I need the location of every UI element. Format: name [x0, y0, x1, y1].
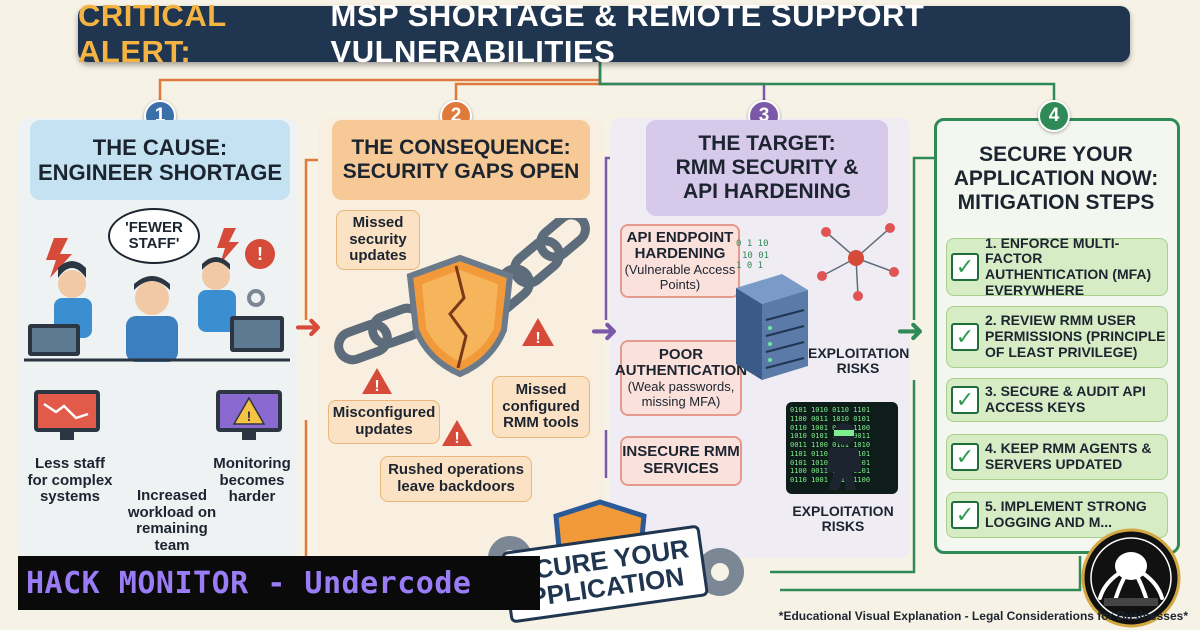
mitigation-step-3: ✓ 3. SECURE & AUDIT API ACCESS KEYS — [946, 378, 1168, 422]
thought-line2: STAFF' — [128, 235, 180, 252]
binary-code-graphic: 0 1 10 10 01 1 0 1 — [736, 239, 769, 270]
heading-target-line2: RMM SECURITY & — [675, 155, 859, 179]
warning-icon: ! — [522, 318, 554, 347]
label-monitoring-harder: Monitoring becomes harder — [213, 455, 291, 505]
broken-shield-chain-illustration: ! — [334, 218, 590, 378]
consequence-rushed-operations-text: Rushed operations leave backdoors — [388, 461, 524, 495]
mitigation-step-4-text: 4. KEEP RMM AGENTS & SERVERS UPDATED — [985, 440, 1152, 472]
warning-icon: ! — [245, 239, 275, 269]
mitigation-step-5-text: 5. IMPLEMENT STRONG LOGGING AND M... — [985, 498, 1147, 530]
mitigation-step-2-text: 2. REVIEW RMM USER PERMISSIONS (PRINCIPL… — [985, 312, 1166, 360]
svg-text:0 1 10: 0 1 10 — [736, 239, 769, 249]
label-increased-workload: Increased workload on remaining team — [127, 487, 217, 554]
svg-text:!: ! — [535, 330, 540, 347]
arrow-right-icon: ➜ — [590, 312, 619, 350]
check-icon: ✓ — [951, 253, 979, 281]
network-icon — [817, 223, 899, 301]
check-icon: ✓ — [951, 323, 979, 351]
heading-mitigation-line3: MITIGATION STEPS — [957, 191, 1155, 215]
target-api-endpoint-sub: (Vulnerable Access Points) — [624, 262, 736, 292]
heading-target-line3: API HARDENING — [682, 180, 851, 204]
heading-consequence: THE CONSEQUENCE: SECURITY GAPS OPEN — [332, 120, 590, 200]
consequence-rushed-operations: Rushed operations leave backdoors — [380, 456, 532, 502]
label-exploitation-risks-2: EXPLOITATION RISKS — [792, 503, 894, 535]
footer-note: *Educational Visual Explanation - Legal … — [778, 609, 1188, 623]
svg-text:!: ! — [257, 244, 263, 264]
target-insecure-rmm-box: INSECURE RMM SERVICES — [620, 436, 742, 486]
gear-icon — [247, 289, 265, 307]
label-exploitation-risks-1: EXPLOITATION RISKS — [808, 345, 910, 377]
svg-text:!: ! — [374, 378, 379, 395]
heading-target: THE TARGET: RMM SECURITY & API HARDENING — [646, 120, 888, 216]
svg-text:1 0 1: 1 0 1 — [736, 261, 763, 270]
heading-consequence-line1: THE CONSEQUENCE: — [351, 135, 571, 159]
worker-center — [126, 276, 178, 362]
mitigation-step-2: ✓ 2. REVIEW RMM USER PERMISSIONS (PRINCI… — [946, 306, 1168, 368]
warning-icon: ! — [362, 368, 392, 395]
shield-icon — [406, 254, 514, 378]
target-api-endpoint-title: API ENDPOINT HARDENING — [626, 228, 734, 263]
consequence-missed-rmm-tools-text: Missed configured RMM tools — [502, 380, 580, 432]
consequence-misconfigured-updates-text: Misconfigured updates — [332, 404, 436, 438]
heading-cause-line1: THE CAUSE: — [92, 134, 228, 160]
title-banner: CRITICAL ALERT: MSP SHORTAGE & REMOTE SU… — [78, 0, 1130, 69]
check-icon: ✓ — [951, 386, 979, 414]
target-insecure-rmm-title: INSECURE RMM SERVICES — [622, 443, 740, 477]
heading-cause-line2: ENGINEER SHORTAGE — [37, 160, 283, 185]
server-icon — [736, 274, 808, 380]
watermark-text: HACK MONITOR - Undercode — [26, 565, 472, 601]
watermark-banner: HACK MONITOR - Undercode — [18, 556, 540, 610]
heading-mitigation-line1: SECURE YOUR — [979, 142, 1133, 166]
consequence-missed-security-updates-text: Missed security updates — [349, 213, 407, 265]
heading-cause: THE CAUSE: ENGINEER SHORTAGE — [30, 120, 290, 200]
mitigation-step-3-text: 3. SECURE & AUDIT API ACCESS KEYS — [985, 383, 1146, 415]
svg-text:!: ! — [247, 408, 252, 424]
consequence-misconfigured-updates: Misconfigured updates — [328, 400, 440, 444]
laptop-icon — [28, 324, 80, 356]
mitigation-step-1: ✓ 1. ENFORCE MULTI-FACTOR AUTHENTICATION… — [946, 234, 1168, 298]
target-poor-auth-box: POOR AUTHENTICATION (Weak passwords, mis… — [615, 340, 747, 416]
hacker-icon — [826, 423, 862, 490]
heading-mitigation-line2: APPLICATION NOW: — [953, 166, 1159, 190]
monitor-icon — [230, 316, 284, 352]
lightning-icon — [46, 228, 239, 278]
consequence-missed-rmm-tools: Missed configured RMM tools — [492, 376, 590, 438]
mitigation-step-5: ✓ 5. IMPLEMENT STRONG LOGGING AND M... — [946, 492, 1168, 538]
consequence-missed-security-updates: Missed security updates — [336, 210, 420, 270]
warning-monitor: ! — [216, 390, 282, 440]
svg-text:!: ! — [454, 430, 459, 447]
chart-down-monitor — [34, 390, 100, 440]
stressed-staff-illustration: ! — [24, 228, 290, 362]
target-api-endpoint-box: API ENDPOINT HARDENING (Vulnerable Acces… — [620, 224, 740, 298]
mitigation-step-1-text: 1. ENFORCE MULTI-FACTOR AUTHENTICATION (… — [985, 234, 1152, 298]
warning-icon: ! — [442, 420, 472, 447]
title-main-text: MSP SHORTAGE & REMOTE SUPPORT VULNERABIL… — [330, 0, 925, 69]
heading-target-line1: THE TARGET: — [698, 131, 836, 155]
thought-bubble: 'FEWER STAFF' — [108, 208, 200, 264]
check-icon: ✓ — [951, 501, 979, 529]
thought-line1: 'FEWER — [125, 219, 183, 237]
target-poor-auth-sub: (Weak passwords, missing MFA) — [627, 379, 735, 409]
arrow-right-icon: ➜ — [896, 312, 925, 350]
svg-text:10 01: 10 01 — [742, 251, 769, 261]
mitigation-step-4: ✓ 4. KEEP RMM AGENTS & SERVERS UPDATED — [946, 434, 1168, 480]
label-less-staff: Less staff for complex systems — [27, 455, 113, 505]
heading-consequence-line2: SECURITY GAPS OPEN — [342, 160, 580, 183]
arrow-right-icon: ➜ — [294, 308, 323, 346]
check-icon: ✓ — [951, 443, 979, 471]
title-alert-text: CRITICAL ALERT: — [78, 0, 227, 69]
target-poor-auth-title: POOR AUTHENTICATION — [614, 345, 748, 380]
octopus-logo — [1081, 528, 1181, 628]
worker-right — [198, 257, 236, 332]
step-badge-4: 4 — [1038, 100, 1070, 132]
heading-mitigation: SECURE YOUR APPLICATION NOW: MITIGATION … — [946, 126, 1166, 232]
